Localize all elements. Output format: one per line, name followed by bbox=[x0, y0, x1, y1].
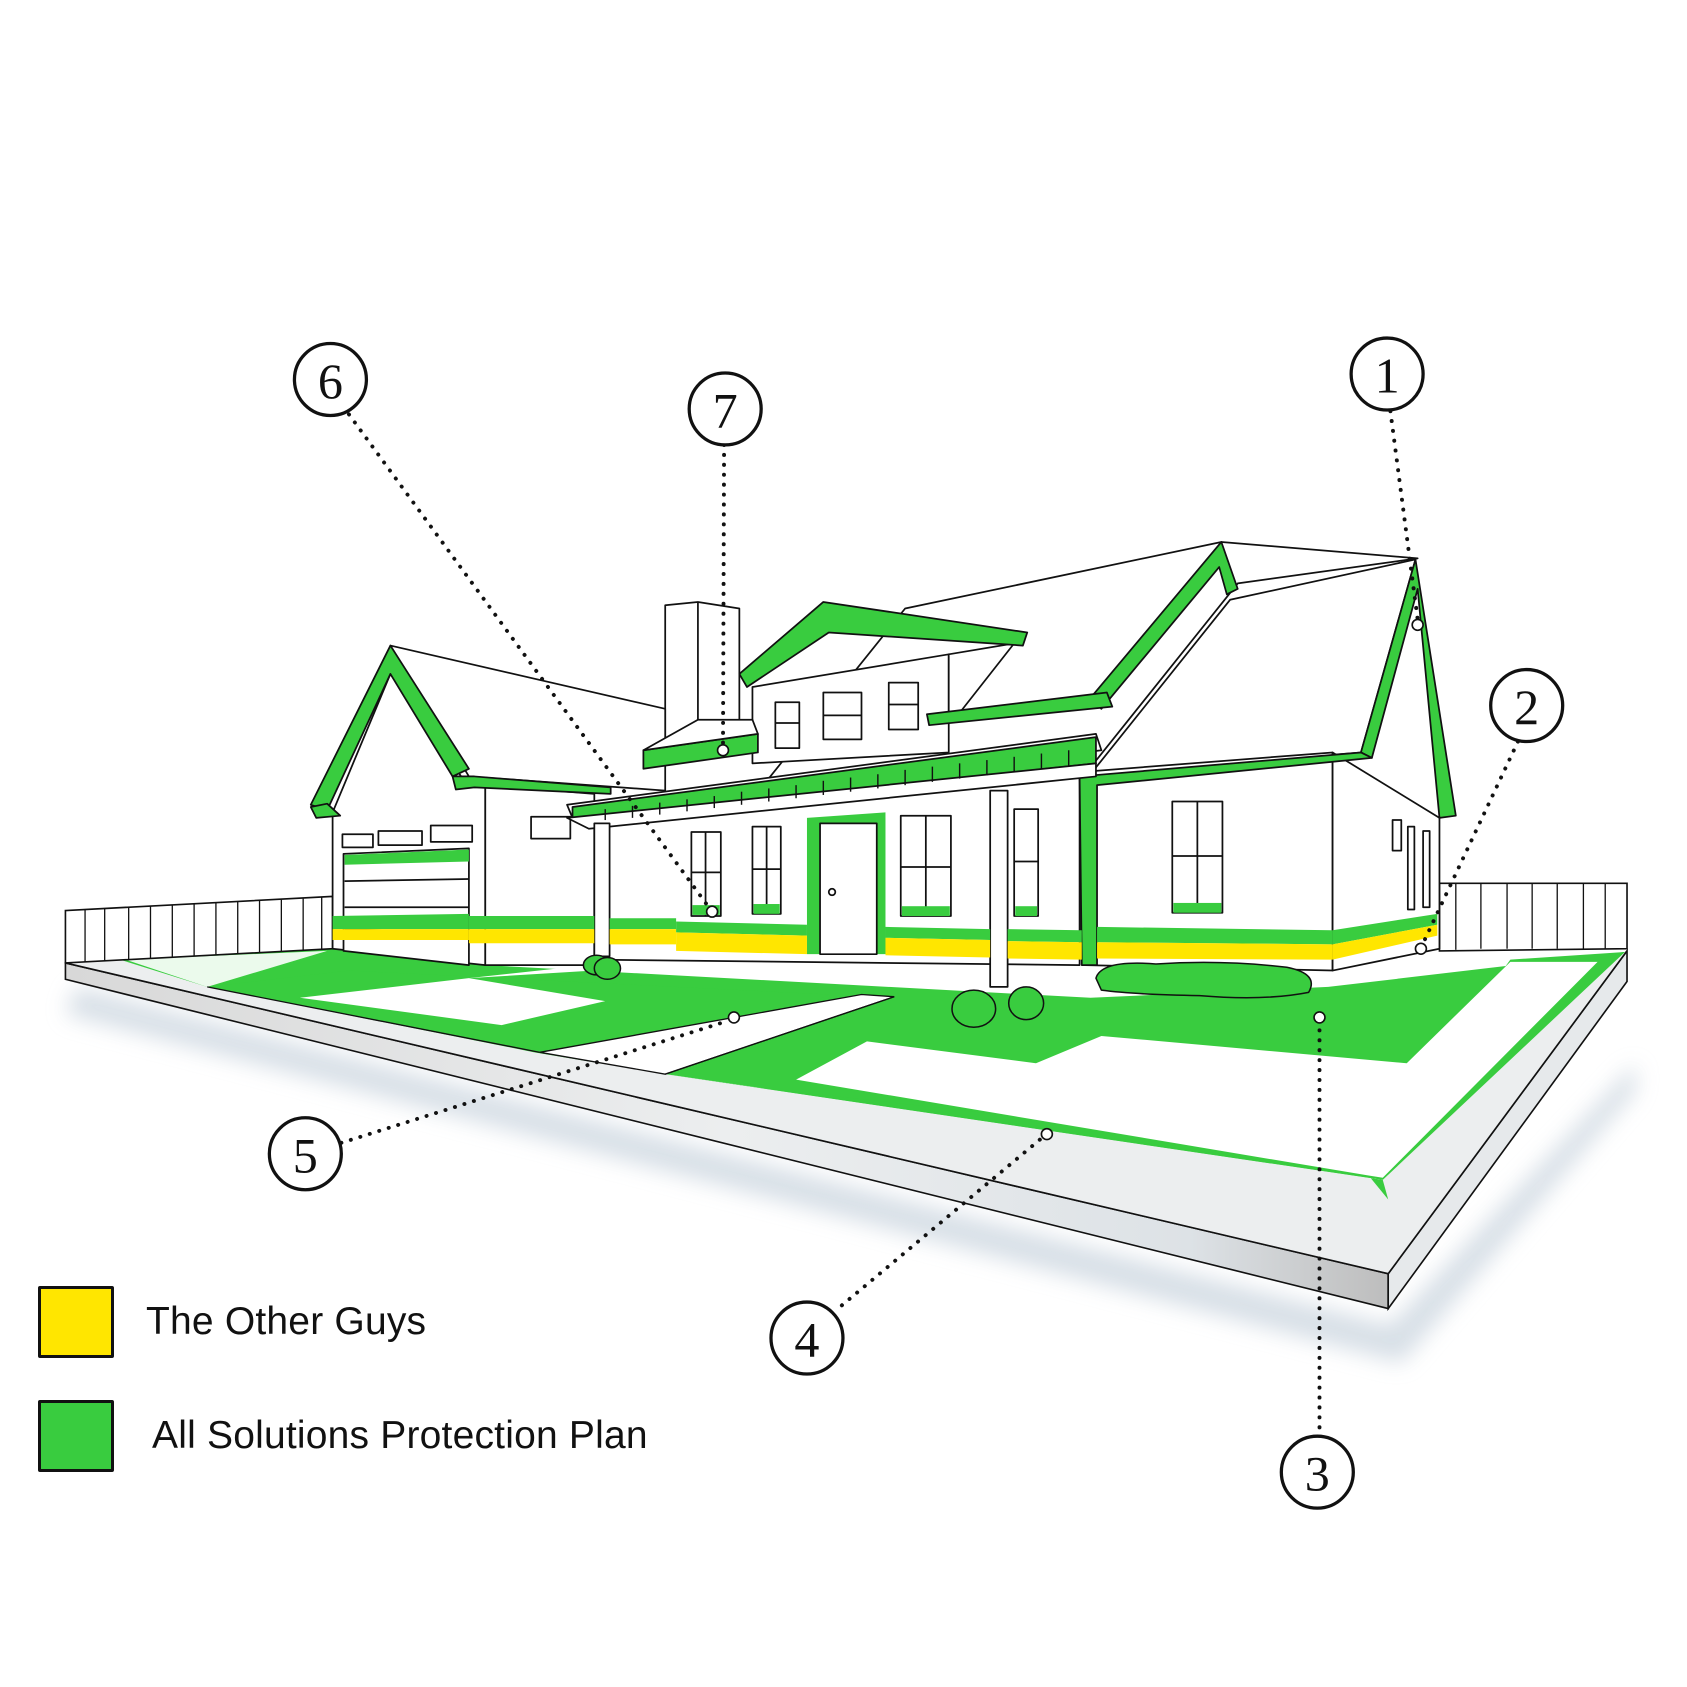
callout-badge-1: 1 bbox=[1349, 336, 1425, 412]
svg-text:4: 4 bbox=[794, 1312, 819, 1368]
svg-text:3: 3 bbox=[1305, 1446, 1330, 1502]
ground-shadow bbox=[65, 986, 1636, 1364]
callout-badge-6: 6 bbox=[292, 341, 369, 418]
legend-label: All Solutions Protection Plan bbox=[152, 1414, 648, 1457]
svg-text:6: 6 bbox=[318, 353, 343, 409]
front-door bbox=[819, 822, 878, 956]
lot-slab bbox=[64, 948, 1628, 1312]
callouts bbox=[339, 409, 1520, 1440]
legend: The Other Guys All Solutions Protection … bbox=[38, 1282, 648, 1510]
callout-targets bbox=[705, 618, 1428, 1141]
callout-badge-5: 5 bbox=[267, 1116, 343, 1192]
callout-badge-3: 3 bbox=[1279, 1434, 1355, 1510]
porch-column bbox=[989, 789, 1009, 988]
callout-badge-7: 7 bbox=[687, 371, 763, 447]
foundation-band bbox=[332, 913, 1438, 960]
green-swatch-icon bbox=[38, 1400, 114, 1472]
yellow-swatch-icon bbox=[38, 1286, 114, 1358]
porch-column bbox=[593, 822, 611, 958]
callout-badge-2: 2 bbox=[1489, 667, 1565, 744]
callout-badge-4: 4 bbox=[769, 1300, 845, 1376]
legend-item-protection-plan: All Solutions Protection Plan bbox=[38, 1396, 648, 1476]
svg-text:2: 2 bbox=[1514, 679, 1539, 735]
svg-text:1: 1 bbox=[1375, 348, 1400, 404]
legend-item-other-guys: The Other Guys bbox=[38, 1282, 648, 1362]
shrubs bbox=[582, 954, 1313, 1029]
svg-text:5: 5 bbox=[293, 1127, 318, 1183]
svg-text:7: 7 bbox=[713, 382, 738, 438]
walkway bbox=[796, 961, 1598, 1178]
house bbox=[309, 541, 1457, 1029]
right-fence bbox=[1438, 882, 1628, 952]
legend-label: The Other Guys bbox=[146, 1300, 427, 1343]
